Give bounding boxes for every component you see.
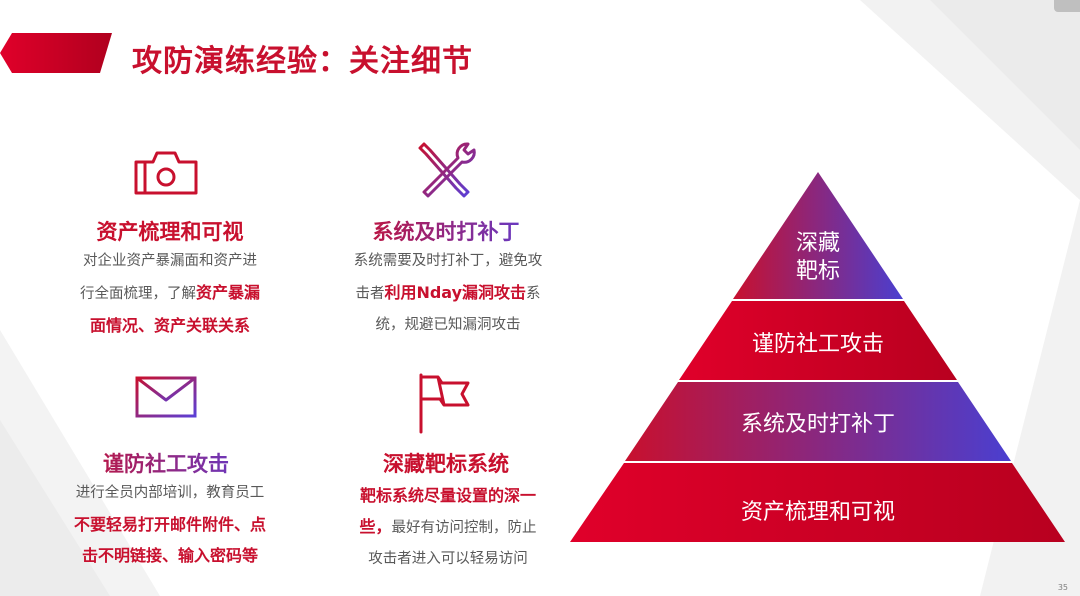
pyramid-label-4: 资产梳理和可视 <box>740 500 895 525</box>
flag-icon <box>419 373 470 434</box>
card-desc-social: 进行全员内部培训，教育员工 不要轻易打开邮件附件、点 击不明链接、输入密码等 <box>55 478 285 571</box>
card-heading-patch: 系统及时打补丁 <box>346 216 546 246</box>
desc-highlight: 些， <box>359 517 392 536</box>
pyramid-level-2 <box>679 301 957 380</box>
card-desc-patch: 系统需要及时打补丁，避免攻 击者利用Nday漏洞攻击系 统，规避已知漏洞攻击 <box>332 246 564 341</box>
desc-highlight: 不要轻易打开邮件附件、点 <box>73 515 266 534</box>
tools-icon <box>418 142 476 198</box>
card-desc-target: 靶标系统尽量设置的深一 些，最好有访问控制，防止 攻击者进入可以轻易访问 <box>332 480 564 575</box>
card-heading-target: 深藏靶标系统 <box>383 452 509 476</box>
desc-highlight: 击不明链接、输入密码等 <box>81 546 258 565</box>
page-title: 攻防演练经验：关注细节 <box>132 44 473 79</box>
camera-icon <box>134 151 198 195</box>
desc-line: 统，规避已知漏洞攻击 <box>375 317 521 333</box>
pyramid-level-1 <box>733 172 903 299</box>
desc-highlight: 靶标系统尽量设置的深一 <box>359 486 536 505</box>
pyramid-label-3: 系统及时打补丁 <box>740 412 895 437</box>
envelope-icon <box>135 376 197 418</box>
desc-text: 击者 <box>355 286 385 302</box>
desc-line: 系统需要及时打补丁，避免攻 <box>353 253 543 269</box>
pyramid-level-3 <box>625 382 1011 461</box>
title-accent-bar <box>0 33 112 73</box>
pyramid-label-1: 深藏 靶标 <box>768 230 868 286</box>
pyramid-level-4 <box>570 463 1065 542</box>
desc-highlight: 资产暴漏 <box>195 283 260 302</box>
desc-text: 最好有访问控制，防止 <box>391 520 537 536</box>
desc-line: 对企业资产暴漏面和资产进 <box>83 253 257 269</box>
corner-tab-icon <box>1054 0 1080 12</box>
desc-highlight: 面情况、资产关联关系 <box>89 316 250 335</box>
card-heading-assets: 资产梳理和可视 <box>96 220 244 244</box>
pyramid-label-line: 靶标 <box>795 259 840 284</box>
card-heading-social: 谨防社工攻击 <box>66 448 266 478</box>
pyramid-label-line: 深藏 <box>795 231 840 256</box>
pyramid-diagram <box>570 172 1065 542</box>
pyramid-label-2: 谨防社工攻击 <box>751 332 884 357</box>
page-number: 35 <box>1057 583 1068 592</box>
desc-text: 行全面梳理，了解 <box>79 286 196 302</box>
desc-line: 进行全员内部培训，教育员工 <box>75 485 265 501</box>
card-desc-assets: 对企业资产暴漏面和资产进 行全面梳理，了解资产暴漏 面情况、资产关联关系 <box>55 246 285 341</box>
desc-text: 系 <box>526 286 541 302</box>
desc-line: 攻击者进入可以轻易访问 <box>368 551 528 567</box>
desc-highlight: 利用Nday漏洞攻击 <box>384 283 527 302</box>
